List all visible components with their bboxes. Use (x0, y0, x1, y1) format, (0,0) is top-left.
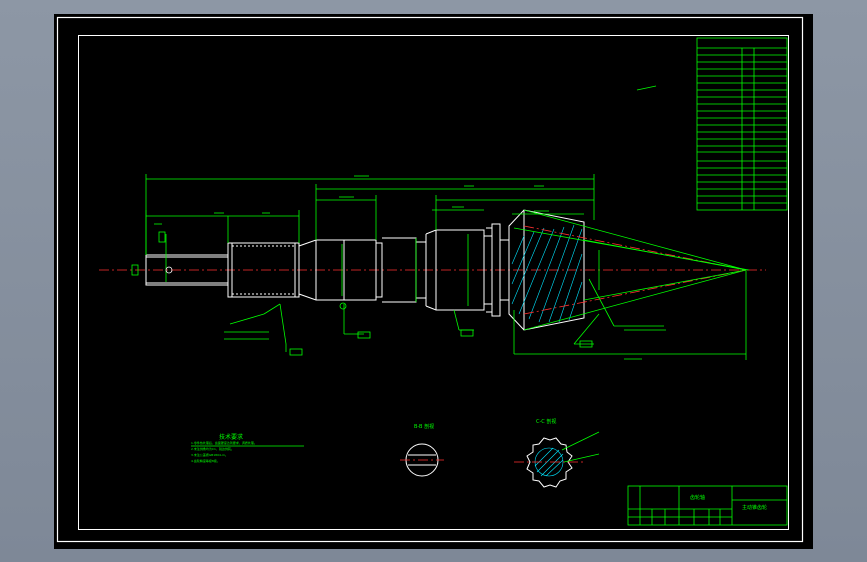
shaft-outline (145, 209, 585, 331)
tech-req-note-2: 2.未注倒角均为C1，锐边倒钝。 (191, 447, 234, 451)
section-b-label: B-B 剖视 (414, 424, 435, 430)
dimension-lines (145, 174, 750, 360)
drawing-canvas (56, 16, 804, 543)
gear-parameter-rows (697, 54, 787, 204)
title-block-drawing-no: 主动锥齿轮 (742, 505, 768, 511)
title-block-part-name: 齿轮轴 (690, 495, 706, 501)
tech-req-note-4: 4.齿轮精度等级8级。 (191, 459, 220, 463)
section-b-view (400, 443, 444, 477)
gear-parameter-table (696, 37, 788, 211)
reference-boxes (131, 231, 593, 356)
tech-req-note-1: 1.零件热处理后，齿面硬度达到要求，调质处理。 (191, 441, 257, 445)
section-c-label: C-C 剖视 (536, 419, 557, 425)
tech-req-note-3: 3.未注公差按GB1804-m。 (191, 453, 228, 457)
inner-border (78, 35, 789, 530)
gear-hatching (511, 224, 583, 323)
section-c-view (514, 431, 600, 488)
title-block (627, 485, 788, 526)
dimension-texts (154, 85, 666, 360)
outer-border (56, 16, 804, 543)
tech-req-title: 技术要求 (219, 434, 244, 441)
drawing-sheet[interactable]: B-B 剖视 C-C 剖视 技术要求 1.零件热处理后，齿面硬度达到要求，调质处… (54, 14, 813, 549)
